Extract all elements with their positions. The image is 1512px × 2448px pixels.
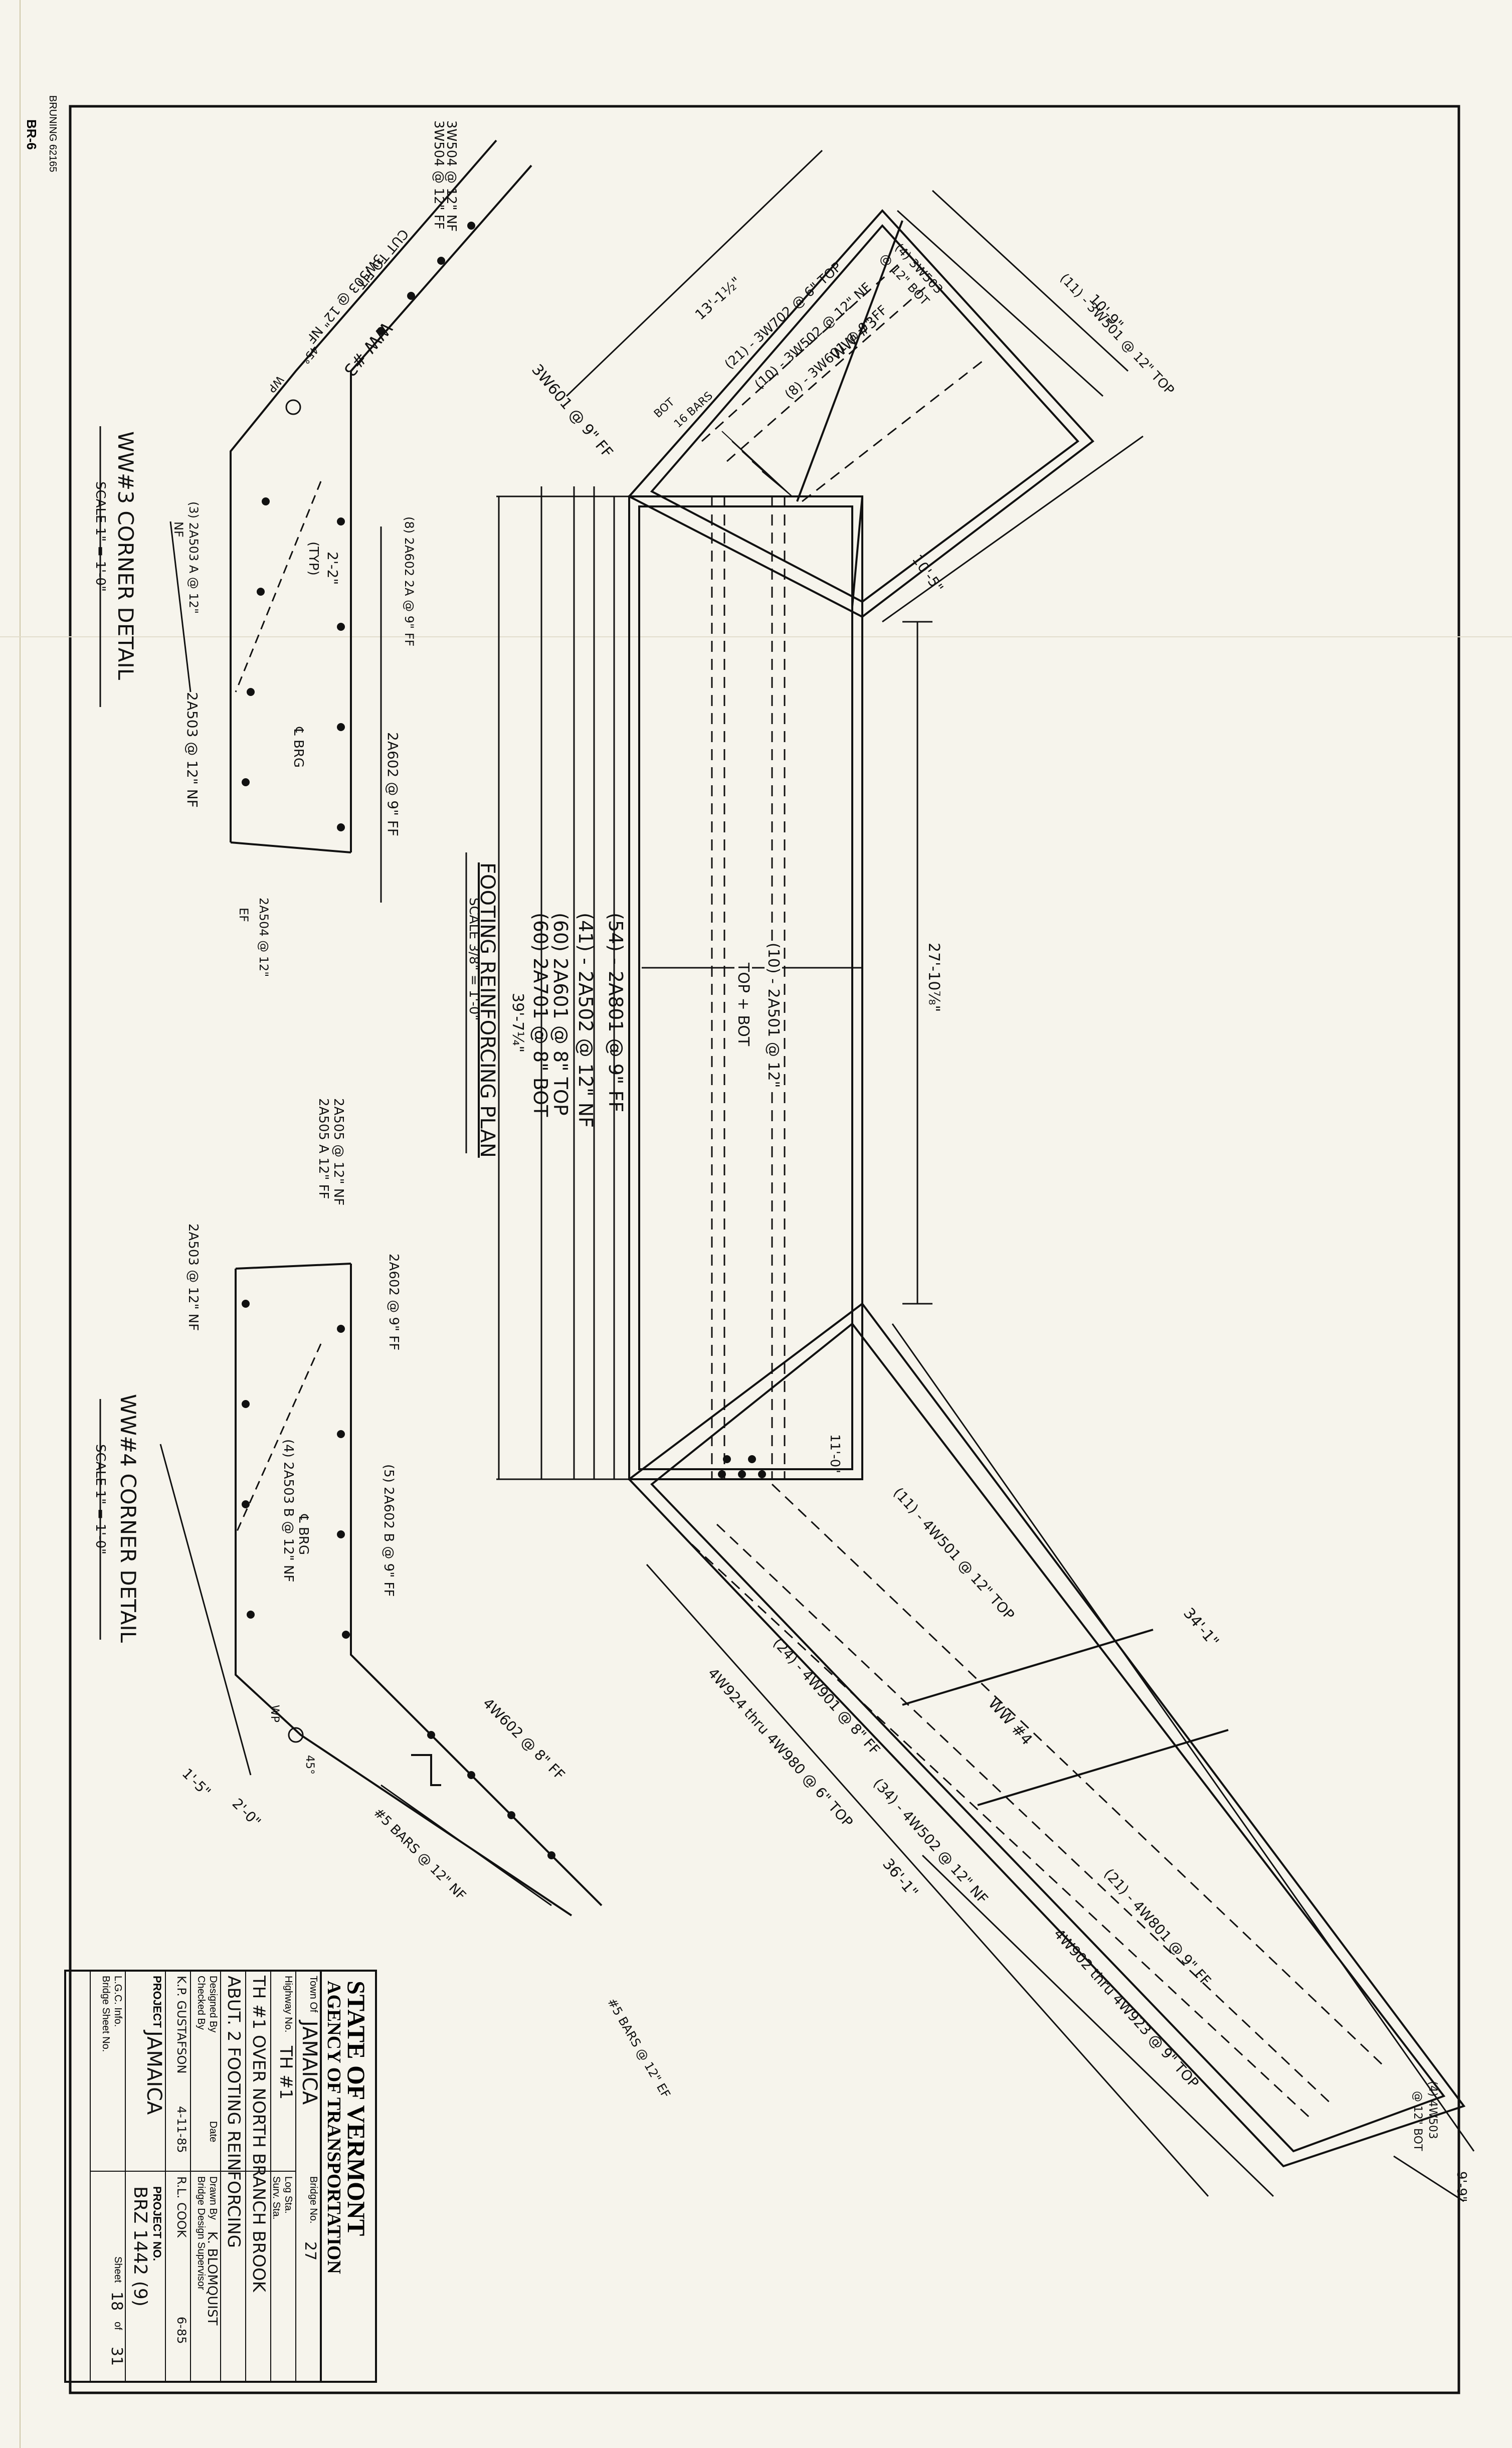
footing-callout-2: (41) - 2A502 @ 12" NF: [575, 913, 597, 1128]
ww3-callout-9: NF: [171, 521, 185, 538]
ww3-callout-7: (8) 2A602 2A @ 9" FF: [402, 516, 416, 647]
ww3-callout-15: (TYP): [306, 542, 321, 576]
ww3-callout-11: 2A602 @ 9" FF: [385, 732, 401, 837]
sheet-label: Sheet: [112, 2256, 123, 2283]
ww4-corner-detail: [159, 1263, 603, 1916]
bridge-no-label: Bridge No.: [308, 2176, 319, 2224]
ww3-callout-14: 2'-2": [324, 552, 341, 585]
ww4-callout-3: 2A602 @ 9" FF: [386, 1254, 401, 1351]
surv-sta-label: Surv. Sta.: [271, 2176, 282, 2220]
supervisor-label: Bridge Design Supervisor: [196, 2176, 207, 2290]
ww3-callout-13: EF: [237, 908, 251, 922]
lower-wing-callout-7: (4) 4W503: [1426, 2081, 1439, 2139]
project-value: JAMAICA: [142, 2031, 165, 2115]
bridge-sheet-label: Bridge Sheet No.: [100, 1976, 111, 2052]
date-value-1: 4-11-85: [174, 2106, 188, 2153]
project-label: PROJECT: [151, 1976, 163, 2028]
ww4-callout-5: (4) 2A503 B @ 12" NF: [281, 1439, 296, 1583]
project-no-value: BRZ 1442 (9): [130, 2186, 150, 2307]
footing-callout-5: 39'-7¼": [509, 993, 526, 1053]
ww3-callout-16: ℄ BRG: [291, 727, 306, 768]
agency-line-1: STATE OF VERMONT: [342, 1981, 370, 2236]
designed-by-value: K.P. GUSTAFSON: [174, 1976, 188, 2074]
agency-line-2: AGENCY OF TRANSPORTATION: [323, 1981, 344, 2274]
highway-label: Highway No.: [283, 1976, 294, 2033]
footing-dim-main: 27'-10⅞": [925, 943, 942, 1012]
designed-by-label: Designed By: [208, 1976, 219, 2033]
footing-callout-4: (60) 2A701 @ 8" BOT: [529, 913, 551, 1117]
ww3-callout-12: 2A504 @ 12": [257, 898, 271, 977]
lower-wing-dimensions: [646, 1323, 1475, 2202]
project-no-label: PROJECT NO.: [151, 2186, 163, 2261]
sheet-total: 31: [108, 2347, 125, 2366]
date-value-2: 6-85: [174, 2317, 188, 2344]
checked-by-label: Checked By: [196, 1976, 207, 2030]
lower-wing-dim-3: 9'-9": [1454, 2171, 1469, 2202]
lgc-label: L.G.C. Info.: [112, 1976, 123, 2027]
footing-callout-1: (54) - 2A801 @ 9" FF: [605, 913, 627, 1113]
ww3-corner-detail: [169, 139, 532, 903]
lower-wing: [628, 1302, 1466, 2168]
footing-plan-scale: SCALE 3/8" = 1'-0": [466, 898, 481, 1021]
title-block-frame: [64, 1970, 377, 2383]
ww4-callout-13: WP: [268, 1705, 281, 1723]
sheet-border: [69, 105, 1460, 2394]
ww4-callout-14: 45°: [303, 1755, 316, 1775]
upper-wing: [627, 209, 1094, 618]
ww4-callout-6: (5) 2A602 B @ 9" FF: [381, 1464, 396, 1597]
ww3-callout-8: (3) 2A503 A @ 12": [186, 501, 201, 614]
sheet-no: 18: [108, 2292, 125, 2311]
ww4-callout-2: 2A505 A 12" FF: [316, 1098, 331, 1199]
town-label: Town Of: [308, 1976, 319, 2013]
drawn-by-label: Drawn By: [208, 2176, 219, 2220]
footing-dimension-lines: [496, 486, 932, 1480]
ww4-callout-1: 2A505 @ 12" NF: [331, 1098, 346, 1206]
town-value: JAMAICA: [298, 2021, 321, 2105]
lower-wing-callout-8: @ 12" BOT: [1411, 2091, 1424, 2151]
footing-callout-3: (60) 2A601 @ 8" TOP: [549, 913, 572, 1116]
ww3-scale: SCALE 1" = 1'-0": [93, 481, 108, 592]
ww4-scale: SCALE 1" = 1'-0": [93, 1444, 108, 1555]
ww3-title: WW#3 CORNER DETAIL: [113, 431, 138, 680]
date-label: Date: [208, 2121, 219, 2143]
ww4-title: WW#4 CORNER DETAIL: [116, 1394, 140, 1643]
ww4-callout-7: ℄ BRG: [296, 1514, 311, 1555]
ww3-callout-2: 3W504 @ 12" FF: [431, 120, 446, 230]
highway-value: TH #1: [276, 2046, 296, 2100]
ww4-callout-4: 2A503 @ 12" NF: [185, 1223, 201, 1331]
upper-wing-dimensions: [565, 149, 1144, 623]
supervisor-value: R.L. COOK: [174, 2176, 188, 2238]
footing-center-label: (10) - 2A501 @ 12": [765, 943, 782, 1088]
lower-wing-dim-4: 11'-0": [827, 1434, 842, 1474]
of-label: of: [112, 2322, 123, 2330]
description-line-2: ABUT. 2 FOOTING REINFORCING: [224, 1976, 244, 2248]
bridge-no-value: 27: [301, 2241, 319, 2261]
log-sta-label: Log Sta.: [283, 2176, 294, 2214]
ww3-callout-10: 2A503 @ 12" NF: [184, 692, 201, 808]
drawn-by-value: K. BLOMQUIST: [205, 2231, 220, 2326]
footing-center-label-2: TOP + BOT: [734, 963, 752, 1046]
description-line-1: TH #1 OVER NORTH BRANCH BROOK: [249, 1976, 269, 2293]
